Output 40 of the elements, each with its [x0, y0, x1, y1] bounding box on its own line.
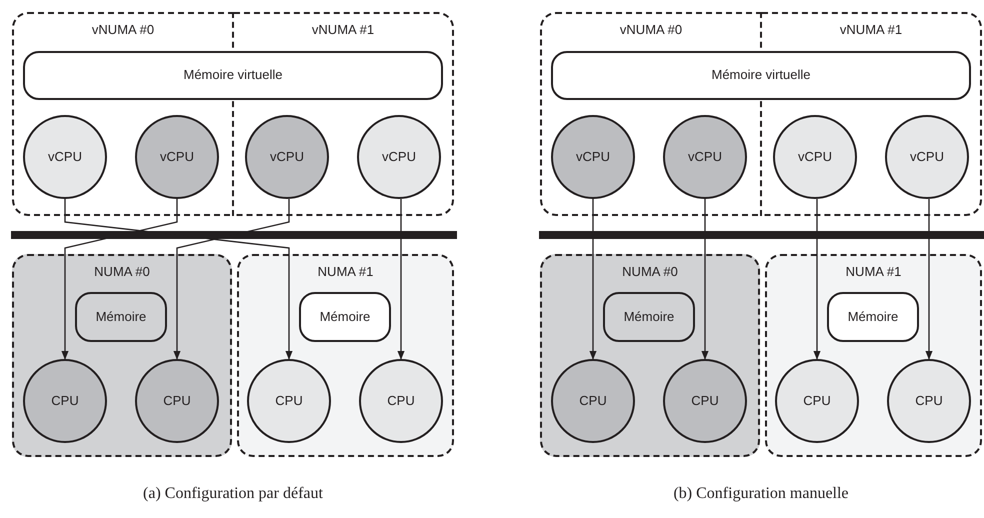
node-label: vNUMA #1 — [838, 22, 904, 38]
memory-box — [75, 292, 167, 342]
numa-node-box — [540, 254, 760, 457]
node-label: vNUMA #1 — [310, 22, 376, 38]
node-label: CPU — [802, 392, 832, 410]
node-label: vCPU — [687, 148, 723, 166]
arrow — [813, 199, 821, 360]
node-label: vCPU — [797, 148, 833, 166]
node-label: vCPU — [269, 148, 305, 166]
node-label: vCPU — [381, 148, 417, 166]
arrow — [397, 199, 405, 360]
arrow — [61, 199, 178, 360]
node-label: CPU — [914, 392, 944, 410]
arrow — [173, 199, 290, 360]
memory-box — [23, 51, 443, 100]
node-label: vNUMA #0 — [618, 22, 684, 38]
caption: (a) Configuration par défaut — [142, 484, 324, 504]
node-label: CPU — [162, 392, 192, 410]
node-label: vCPU — [47, 148, 83, 166]
arrow — [589, 199, 597, 360]
memory-box — [551, 51, 971, 100]
node-label: CPU — [274, 392, 304, 410]
memory-box — [603, 292, 695, 342]
node-label: CPU — [578, 392, 608, 410]
arrow — [64, 199, 293, 360]
node-label: CPU — [690, 392, 720, 410]
numa-node-box — [237, 254, 454, 457]
memory-box — [827, 292, 919, 342]
numa-node-box — [12, 254, 232, 457]
node-label: vCPU — [909, 148, 945, 166]
node-label: vCPU — [575, 148, 611, 166]
node-label: CPU — [386, 392, 416, 410]
node-label: vNUMA #0 — [90, 22, 156, 38]
arrow — [701, 199, 709, 360]
node-label: vCPU — [159, 148, 195, 166]
node-label: CPU — [50, 392, 80, 410]
caption: (b) Configuration manuelle — [672, 484, 850, 504]
memory-box — [299, 292, 391, 342]
numa-node-box — [765, 254, 982, 457]
arrow — [925, 199, 933, 360]
